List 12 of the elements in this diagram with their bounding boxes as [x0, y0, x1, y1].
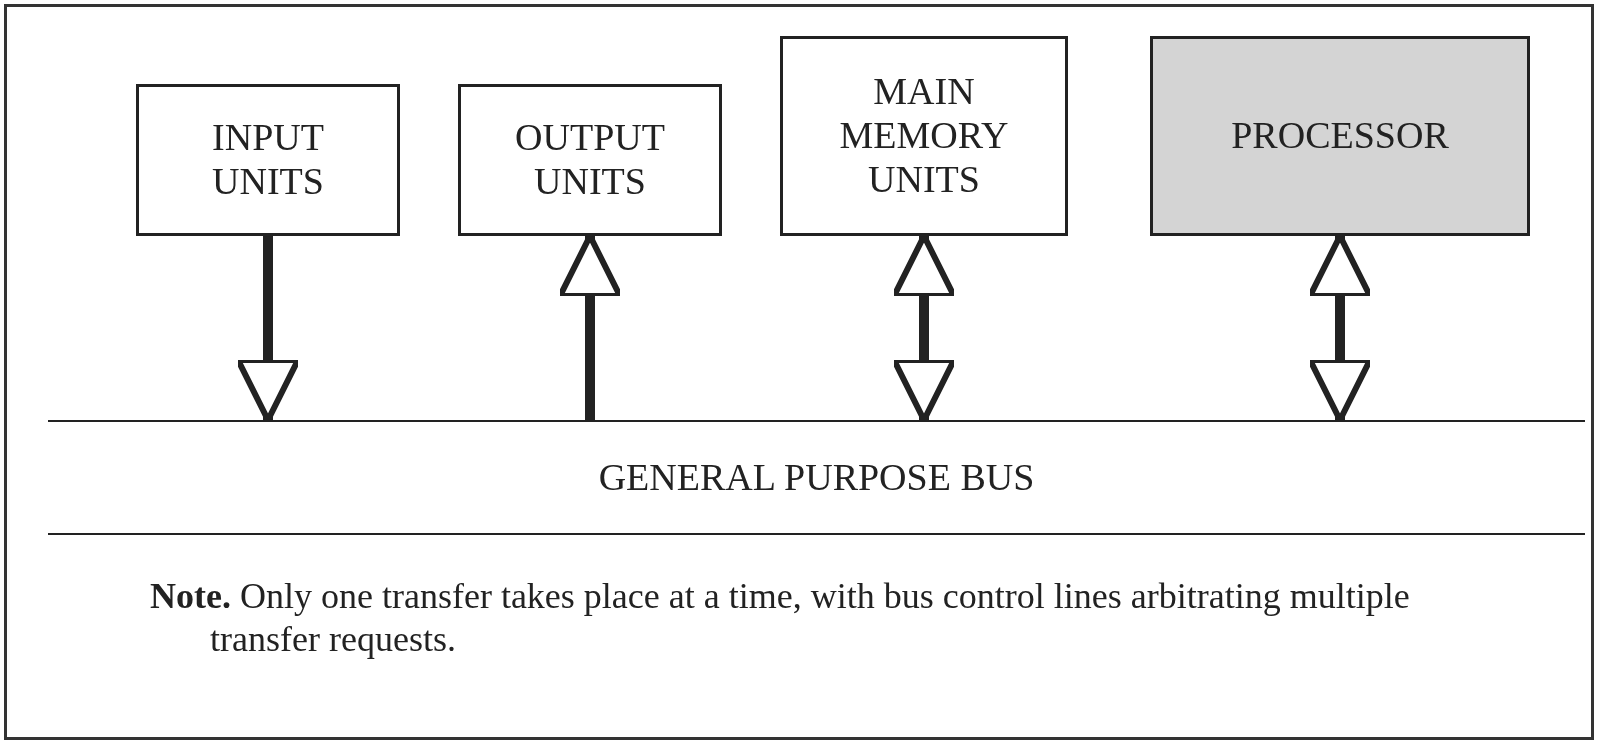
arrow	[235, 236, 301, 423]
note-text: Note. Only one transfer takes place at a time, with bus control lines arbitrating multiple transfer requests.	[150, 575, 1411, 662]
processor-box	[1150, 36, 1530, 236]
unit-label: MAIN MEMORY UNITS	[838, 70, 1010, 202]
unit-box	[458, 84, 722, 236]
bus-band	[48, 420, 1585, 535]
unit-box	[136, 84, 400, 236]
unit-label: INPUT UNITS	[211, 116, 325, 204]
unit-box	[780, 36, 1068, 236]
unit-label: PROCESSOR	[1230, 114, 1450, 158]
unit-label: OUTPUT UNITS	[514, 116, 666, 204]
bus-label: GENERAL PURPOSE BUS	[597, 455, 1036, 500]
